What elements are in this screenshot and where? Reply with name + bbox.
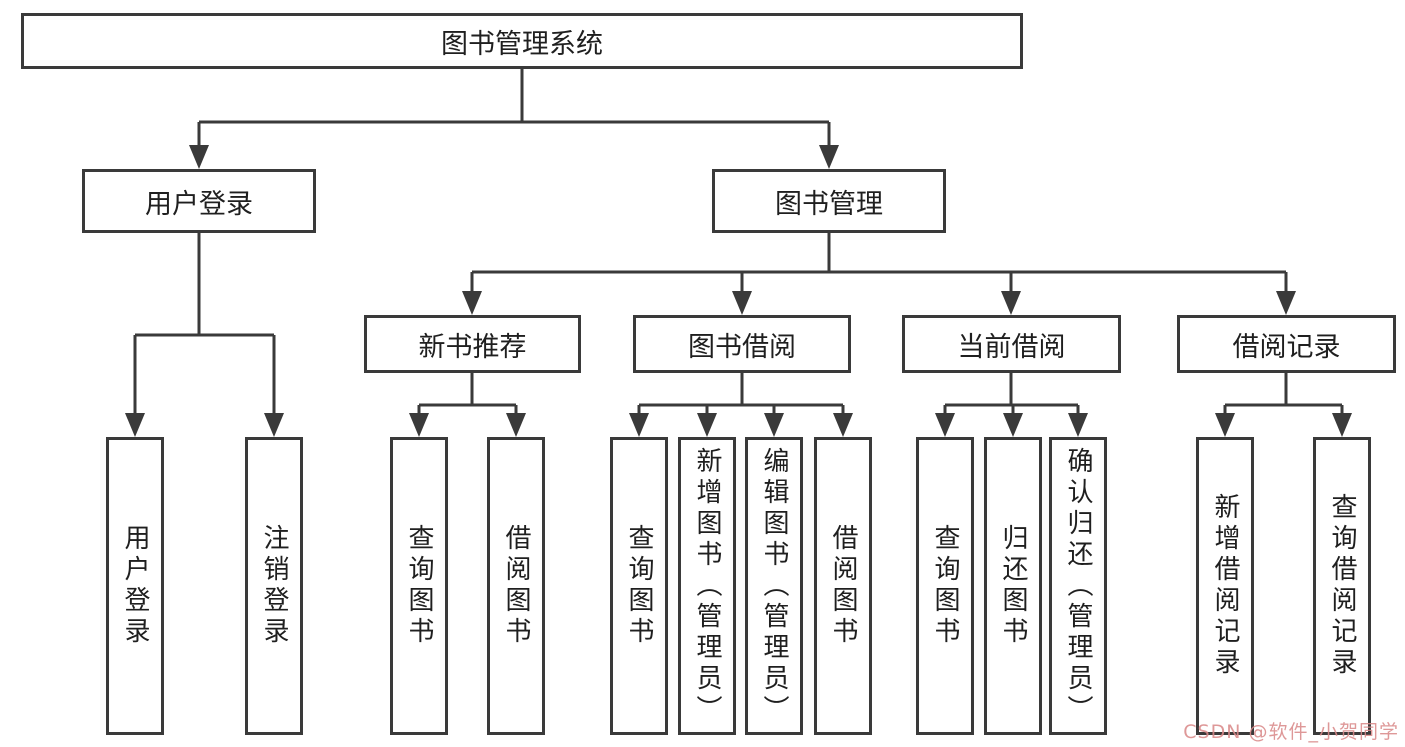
node-current-borrowing-label: 当前借阅 [957,331,1066,363]
node-user-login: 用户登录 [82,169,316,233]
leaf-user-login: 用户登录 [106,437,164,735]
leaf-borrow-books-recommend: 借阅图书 [487,437,545,735]
csdn-watermark: CSDN @软件_小贺同学 [1183,721,1399,743]
node-book-borrowing: 图书借阅 [633,315,851,373]
node-root-label: 图书管理系统 [441,28,603,60]
leaf-query-books-borrowing: 查询图书 [610,437,668,735]
node-borrowing-records-label: 借阅记录 [1232,331,1341,363]
node-new-book-recommend-label: 新书推荐 [418,331,527,363]
leaf-borrow-books: 借阅图书 [814,437,872,735]
node-user-login-label: 用户登录 [145,188,253,220]
node-book-management-label: 图书管理 [775,188,883,220]
leaf-confirm-return-admin: 确认归还（管理员） [1049,437,1107,735]
node-borrowing-records: 借阅记录 [1177,315,1396,373]
leaf-query-borrow-record: 查询借阅记录 [1313,437,1371,735]
leaf-query-books-recommend: 查询图书 [390,437,448,735]
node-book-borrowing-label: 图书借阅 [688,331,796,363]
leaf-query-books-current: 查询图书 [916,437,974,735]
node-current-borrowing: 当前借阅 [902,315,1121,373]
leaf-add-books-admin: 新增图书（管理员） [678,437,736,735]
node-root: 图书管理系统 [21,13,1023,69]
node-book-management: 图书管理 [712,169,946,233]
leaf-edit-books-admin: 编辑图书（管理员） [745,437,803,735]
arrowheads [125,145,1352,437]
leaf-return-books: 归还图书 [984,437,1042,735]
leaf-add-borrow-record: 新增借阅记录 [1196,437,1254,735]
node-new-book-recommend: 新书推荐 [364,315,581,373]
leaf-logout: 注销登录 [245,437,303,735]
